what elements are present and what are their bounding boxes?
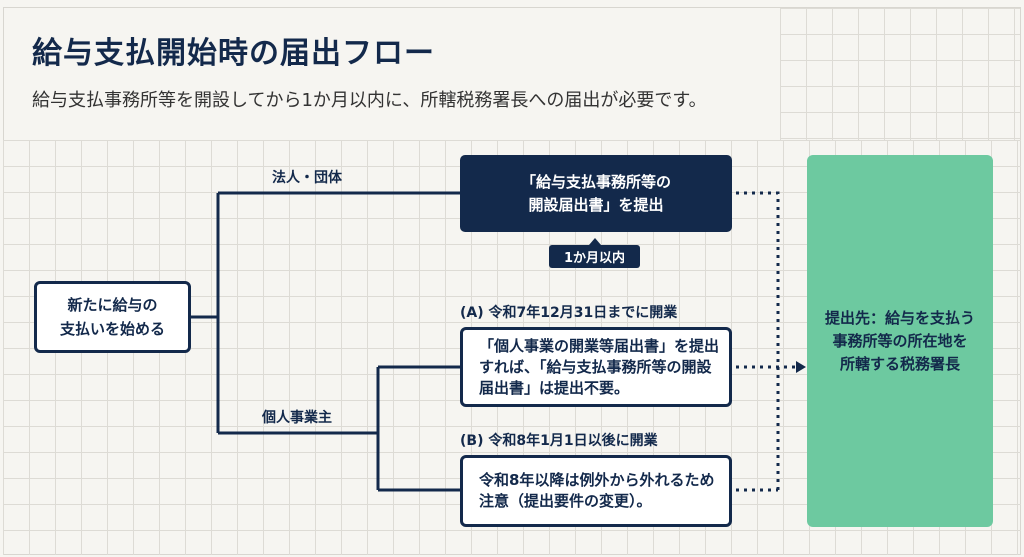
box-line: 提出先：給与を支払う: [824, 308, 975, 327]
case-b-box: 令和8年以降は例外から外れるため注意（提出要件の変更）。: [460, 455, 732, 527]
start-box: 新たに給与の支払いを始める: [34, 281, 191, 353]
box-line: 「給与支払事務所等の: [520, 172, 671, 191]
individual-label: 個人事業主: [262, 410, 332, 426]
page-title: 給与支払開始時の届出フロー: [32, 36, 435, 71]
corporate-filing-box: 「給与支払事務所等の開設届出書」を提出: [460, 155, 732, 232]
case-b-label: (B) 令和8年1月1日以後に開業: [460, 433, 658, 449]
decorative-pattern: [780, 8, 1020, 140]
box-line: 「個人事業の開業等届出書」を提出: [479, 336, 720, 355]
corporate-label: 法人・団体: [272, 170, 342, 186]
destination-box: 提出先：給与を支払う事務所等の所在地を所轄する税務署長: [807, 155, 993, 527]
page-subtitle: 給与支払事務所等を開設してから1か月以内に、所轄税務署長への届出が必要です。: [32, 90, 707, 111]
deadline-badge: 1か月以内: [549, 238, 640, 268]
start-line: 新たに給与の: [67, 296, 158, 314]
box-line: 事務所等の所在地を: [832, 331, 968, 350]
box-line: 開設届出書」を提出: [528, 195, 664, 214]
box-line: 令和8年以降は例外から外れるため: [479, 471, 715, 489]
box-line: すれば、「給与支払事務所等の開設: [479, 357, 712, 376]
case-a-label: (A) 令和7年12月31日までに開業: [460, 305, 678, 321]
start-line: 支払いを始める: [59, 320, 165, 338]
box-line: 所轄する税務署長: [839, 354, 960, 373]
case-a-box: 「個人事業の開業等届出書」を提出すれば、「給与支払事務所等の開設届出書」は提出不…: [460, 327, 732, 407]
box-line: 注意（提出要件の変更）。: [479, 492, 652, 510]
box-line: 届出書」は提出不要。: [479, 378, 630, 397]
